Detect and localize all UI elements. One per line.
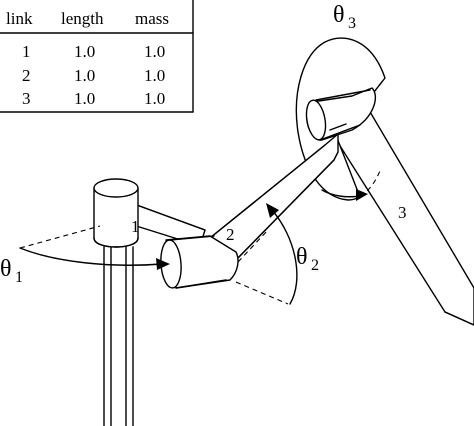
- theta1-label: θ 1: [0, 256, 23, 286]
- link-2-label: 2: [226, 225, 235, 244]
- table-cell: 1: [22, 42, 31, 61]
- joint-3-cylinder: [305, 87, 377, 141]
- theta3-symbol: θ: [333, 2, 345, 28]
- link-1-label: 1: [131, 217, 140, 236]
- theta2-rotation-arrow: [266, 203, 298, 305]
- table-cell: 1.0: [144, 89, 165, 108]
- reference-lines: [19, 225, 289, 305]
- table-cell: 1.0: [144, 66, 165, 85]
- theta3-rotation-arrow: [321, 189, 368, 201]
- link-table: link length mass 1 1.0 1.0 2 1.0 1.0 3 1…: [0, 0, 194, 113]
- table-header-link: link: [6, 9, 33, 28]
- table-cell: 1.0: [74, 66, 95, 85]
- theta1-symbol: θ: [0, 256, 12, 282]
- table-cell: 1.0: [74, 89, 95, 108]
- theta2-symbol: θ: [296, 244, 308, 270]
- joint-1-cylinder: [93, 178, 139, 248]
- base-post: [103, 246, 134, 426]
- table-header-length: length: [61, 9, 104, 28]
- link-3-label: 3: [398, 203, 407, 222]
- theta1-subscript: 1: [15, 269, 23, 286]
- table-header-mass: mass: [135, 9, 169, 28]
- theta3-subscript: 3: [348, 15, 356, 32]
- table-cell: 1.0: [144, 42, 165, 61]
- theta2-subscript: 2: [311, 257, 319, 274]
- theta1-rotation-arrow: [19, 247, 170, 270]
- theta2-label: θ 2: [296, 244, 319, 274]
- table-cell: 2: [22, 66, 31, 85]
- table-cell: 3: [22, 89, 31, 108]
- link-2-bar: [199, 133, 339, 263]
- table-cell: 1.0: [74, 42, 95, 61]
- joint-2-cylinder: [160, 235, 239, 289]
- theta3-label: θ 3: [333, 2, 356, 32]
